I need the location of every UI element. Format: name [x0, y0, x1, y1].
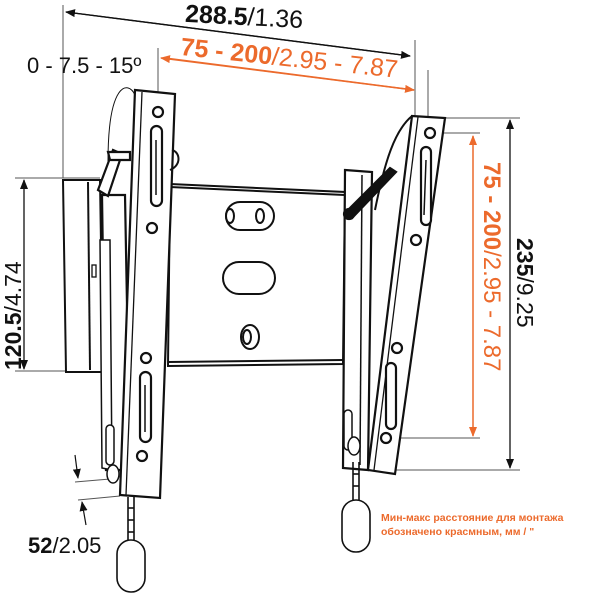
note-text: Мин-макс расстояние для монтажа обозначе…: [381, 511, 563, 539]
note-line-2: обозначено красмным, мм / ": [381, 526, 535, 538]
tilt-arc: [107, 87, 136, 163]
wall-plate-height-imperial: /4.74: [0, 261, 26, 313]
overall-height-label: 235/9.25: [512, 238, 538, 328]
overall-width-metric: 288.5: [184, 0, 249, 32]
right-arm: [341, 114, 447, 476]
right-pull-cord: [341, 462, 371, 553]
overall-height-metric: 235: [512, 238, 538, 277]
vertical-vesa-imperial: /2.95 - 7.87: [478, 250, 505, 372]
note-line-1: Мин-макс расстояние для монтажа: [381, 512, 564, 524]
cross-rails: [166, 182, 347, 368]
vertical-vesa-metric: 75 - 200: [478, 162, 505, 251]
wall-plate-height-metric: 120.5: [0, 312, 26, 370]
wall-distance-imperial: /2.05: [52, 533, 102, 558]
left-pull-cord: [116, 497, 146, 593]
wall-distance-label: 52/2.05: [28, 535, 101, 557]
overall-height-imperial: /9.25: [512, 276, 538, 328]
tilt-angle-label: 0 - 7.5 - 15º: [27, 53, 142, 78]
left-arm: [96, 88, 180, 500]
wall-plate: [61, 179, 112, 373]
wall-distance-metric: 52: [28, 533, 53, 558]
vertical-vesa-label: 75 - 200/2.95 - 7.87: [478, 162, 505, 372]
overall-width-imperial: /1.36: [246, 3, 304, 35]
wall-plate-height-label: 120.5/4.74: [0, 261, 26, 370]
overall-width-label: 288.5/1.36: [184, 0, 304, 35]
